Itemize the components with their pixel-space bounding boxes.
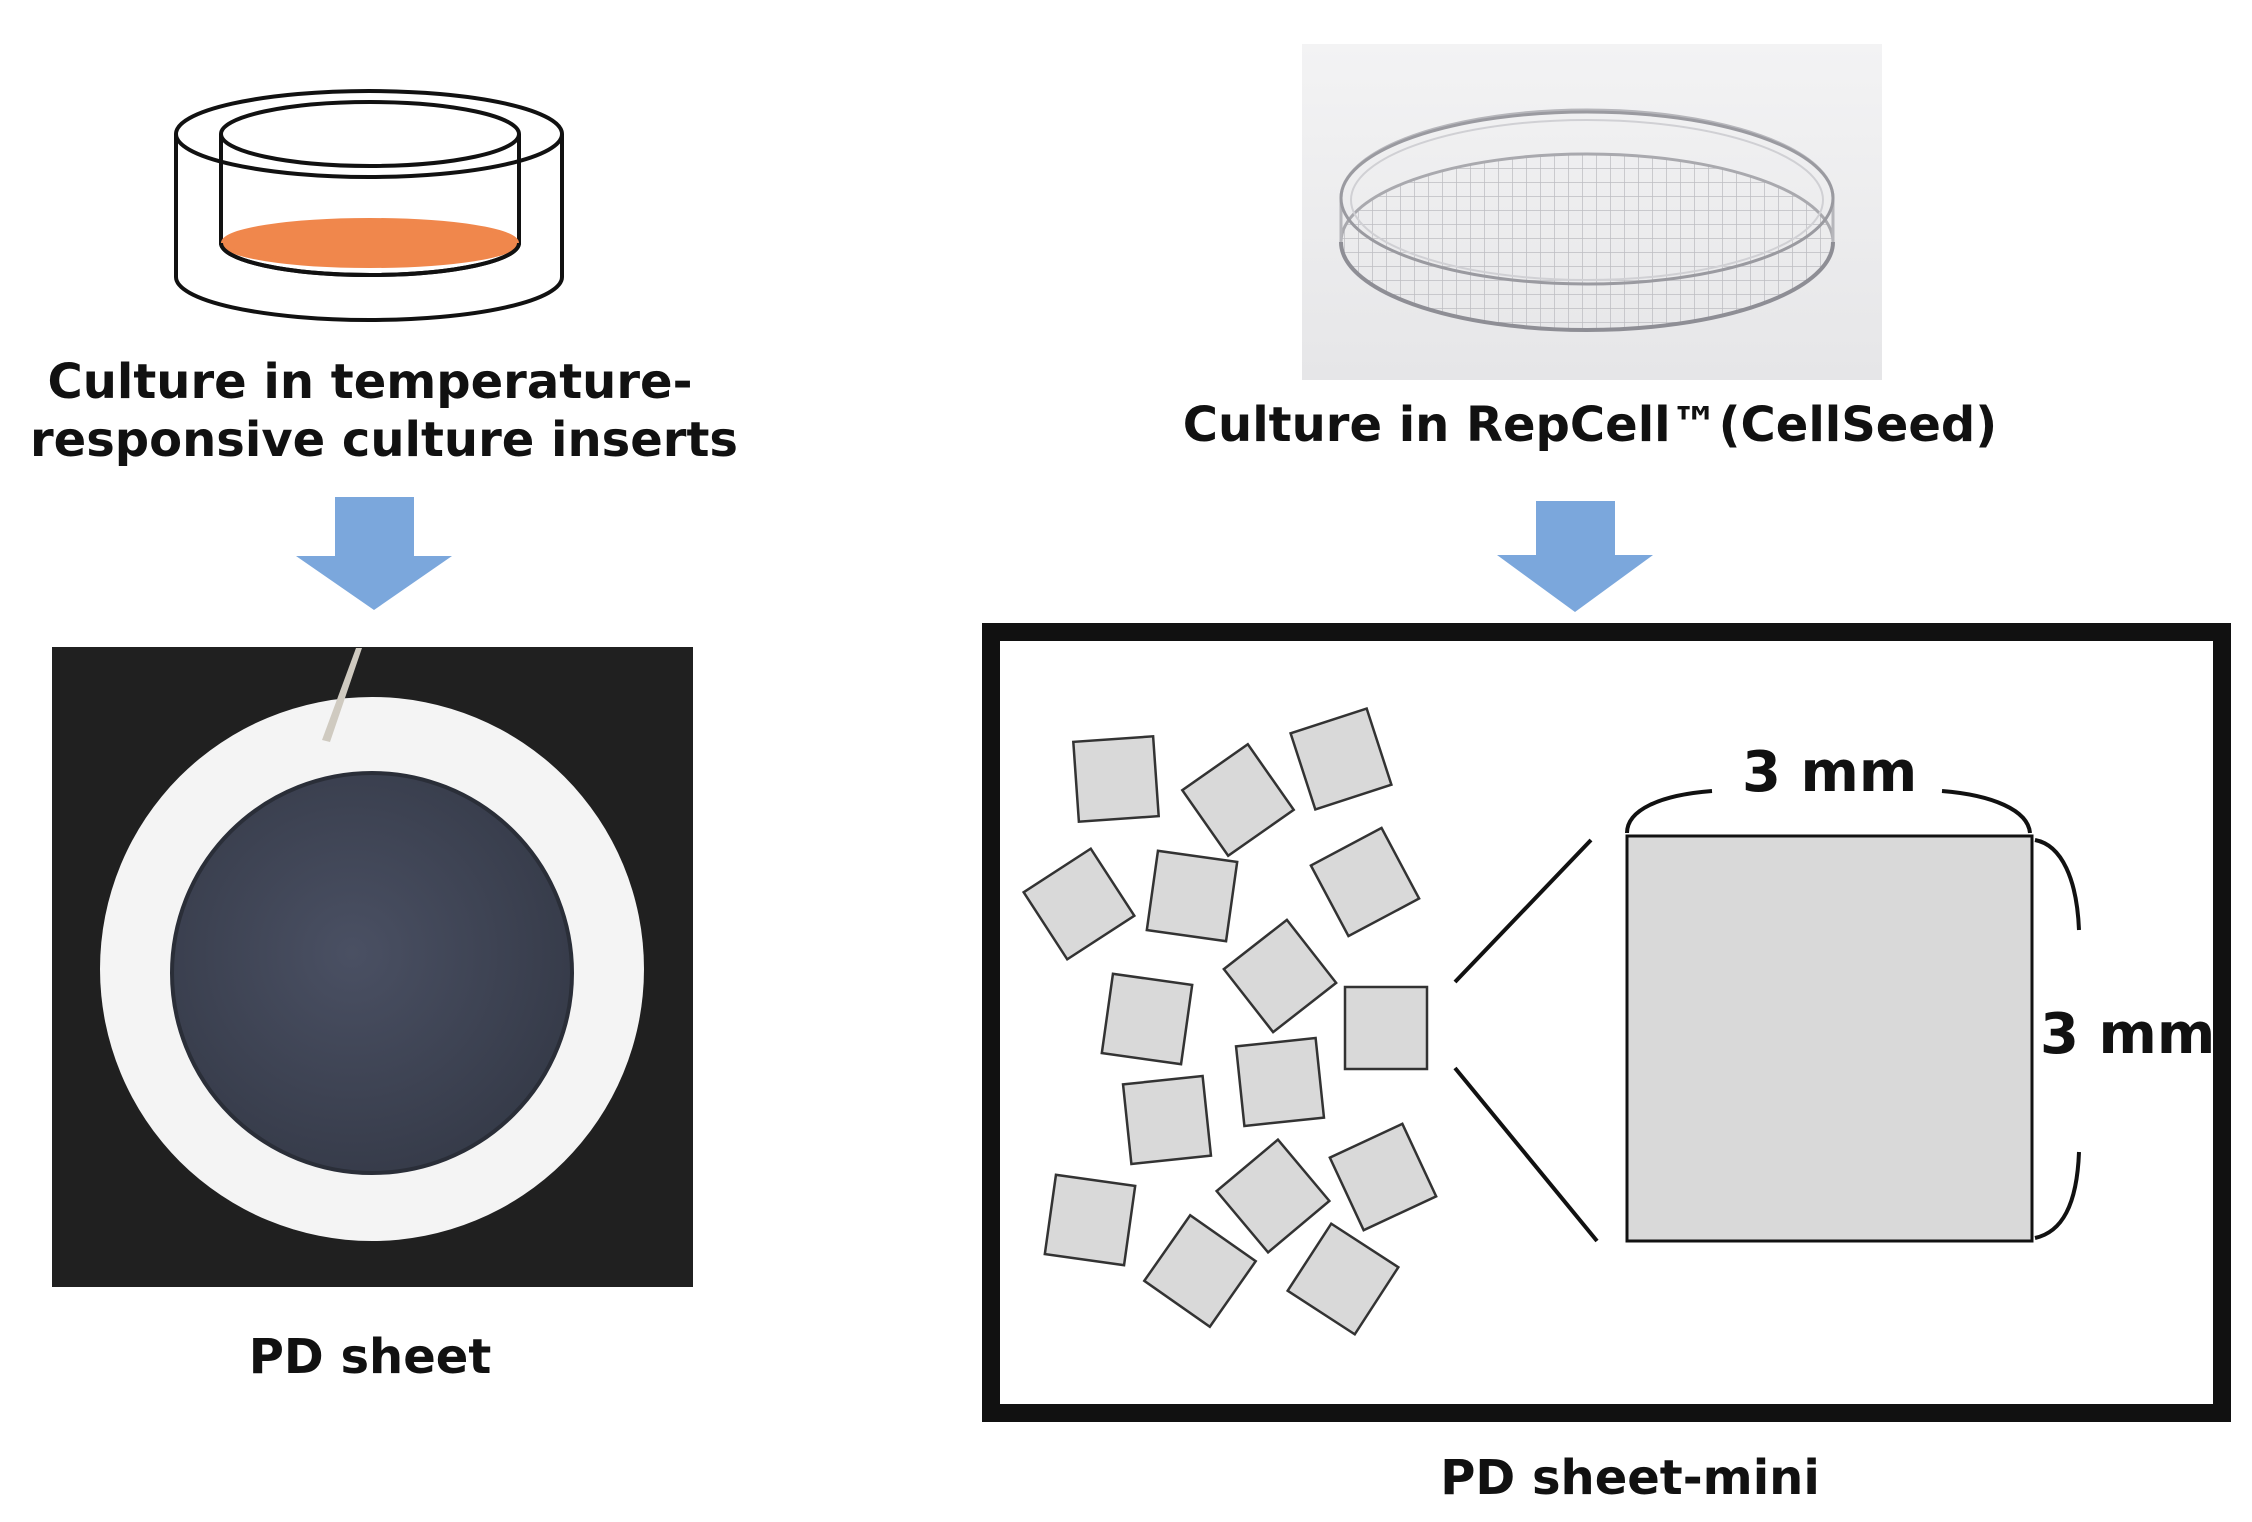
down-arrow-icon (296, 497, 452, 610)
tweezers (322, 648, 362, 742)
pd-sheet-mini-label: PD sheet-mini (1440, 1450, 1820, 1506)
zoom-line-bottom (1453, 1066, 1599, 1243)
right-caption: Culture in RepCell™(CellSeed) (1182, 397, 1998, 453)
enlarged-mini-sheet (1625, 834, 2034, 1243)
culture-insert-icon (174, 89, 564, 322)
width-brace-right (1941, 789, 2032, 834)
height-brace-top (2034, 838, 2081, 931)
pd-sheet-label: PD sheet (248, 1329, 492, 1385)
left-caption-line2: responsive culture inserts (30, 412, 738, 468)
height-dimension-label: 3 mm (2040, 1002, 2216, 1067)
width-dimension-label: 3 mm (1742, 740, 1918, 805)
insert-cell-layer (221, 218, 519, 268)
height-brace-bottom (2034, 1151, 2081, 1240)
pd-sheet-photo (52, 647, 693, 1287)
left-caption-line1: Culture in temperature- (47, 354, 693, 410)
mini-sheet-cluster (1021, 707, 1438, 1337)
width-brace-left (1625, 789, 1713, 834)
pd-sheet-mini-panel (982, 623, 2231, 1422)
zoom-line-top (1453, 838, 1593, 984)
down-arrow-icon (1497, 501, 1653, 612)
pd-sheet-disc (172, 773, 572, 1173)
petri-dish-icon (1302, 44, 1882, 380)
